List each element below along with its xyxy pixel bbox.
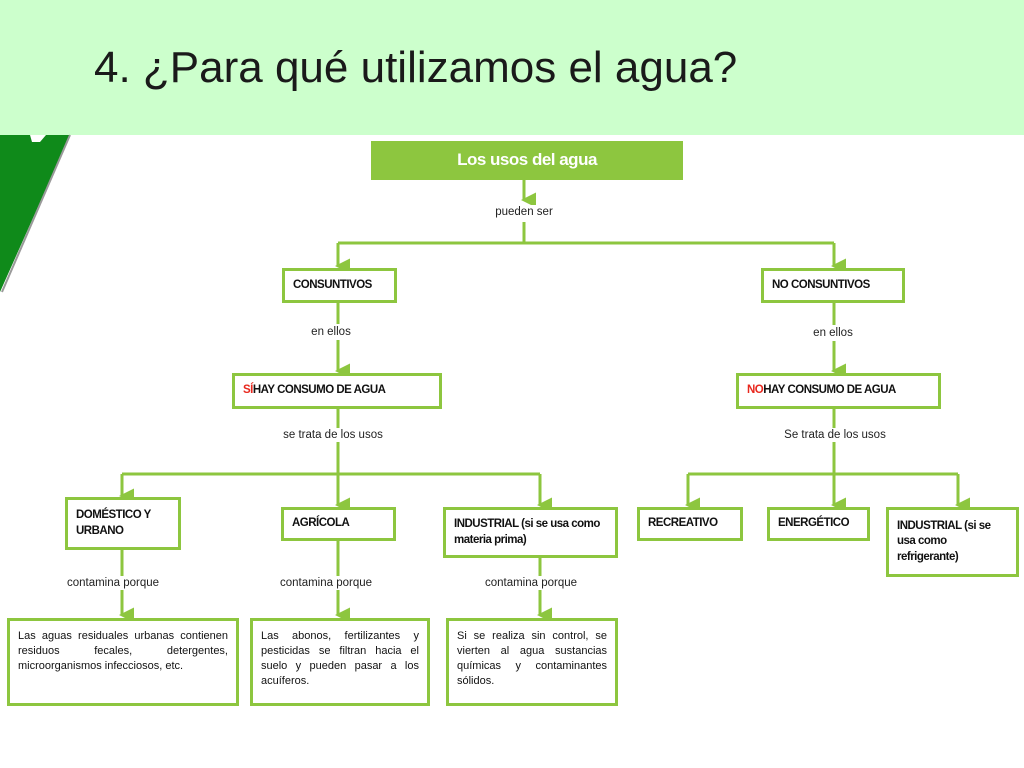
root-node: Los usos del agua [371, 141, 683, 180]
slide-header: 4. ¿Para qué utilizamos el agua? [0, 0, 1024, 135]
consumption-no-text: HAY CONSUMO DE AGUA [763, 384, 896, 397]
right-link-label: en ellos [810, 326, 856, 340]
industrial-link-label: contamina porque [481, 576, 581, 590]
category-no-consuntivos: NO CONSUNTIVOS [761, 268, 905, 303]
consumption-no-node: NO HAY CONSUMO DE AGUA [736, 373, 941, 409]
use-domestico-urbano: DOMÉSTICO Y URBANO [65, 497, 181, 550]
consumption-no-prefix: NO [747, 384, 764, 397]
category-consuntivos: CONSUNTIVOS [282, 268, 397, 303]
right-uses-link-label: Se trata de los usos [781, 428, 889, 442]
use-agricola: AGRÍCOLA [281, 507, 396, 541]
consumption-yes-prefix: SÍ [243, 384, 253, 397]
description-domestico: Las aguas residuales urbanas contienen r… [7, 618, 239, 706]
description-agricola: Las abonos, fertilizantes y pesticidas s… [250, 618, 430, 706]
domestico-link-label: contamina porque [63, 576, 163, 590]
description-industrial: Si se realiza sin control, se vierten al… [446, 618, 618, 706]
slide-title: 4. ¿Para qué utilizamos el agua? [94, 43, 738, 92]
use-industrial-materia-prima: INDUSTRIAL (si se usa como materia prima… [443, 507, 618, 558]
left-link-label: en ellos [308, 325, 354, 339]
consumption-yes-text: HAY CONSUMO DE AGUA [252, 384, 386, 397]
use-energetico: ENERGÉTICO [767, 507, 870, 541]
left-uses-link-label: se trata de los usos [280, 428, 386, 442]
use-recreativo: RECREATIVO [637, 507, 743, 541]
agricola-link-label: contamina porque [276, 576, 376, 590]
use-industrial-refrigerante: INDUSTRIAL (si se usa como refrigerante) [886, 507, 1019, 577]
root-link-label: pueden ser [492, 205, 556, 219]
consumption-yes-node: SÍ HAY CONSUMO DE AGUA [232, 373, 442, 409]
decorative-green-shape [0, 134, 71, 293]
